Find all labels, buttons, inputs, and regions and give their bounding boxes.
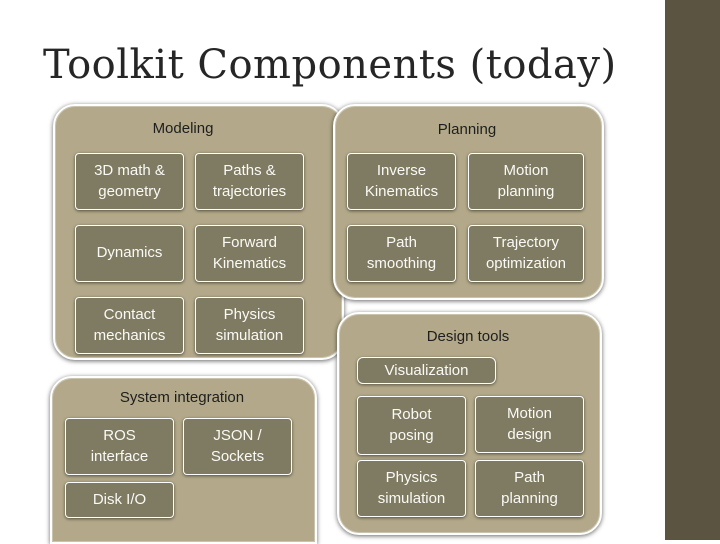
system-item-label: ROS interface	[90, 426, 149, 465]
design-item-label: Physics simulation	[377, 468, 446, 507]
planning-item-label: Motion planning	[497, 161, 555, 200]
planning-item-motion-planning[interactable]: Motion planning	[468, 153, 584, 210]
visualization-tab-label: Visualization	[384, 362, 469, 379]
modeling-item-label: Physics simulation	[215, 305, 284, 344]
sidebar-highlight-block	[665, 0, 720, 540]
system-item-json-sockets[interactable]: JSON / Sockets	[183, 418, 292, 475]
design-item-label: Path planning	[501, 468, 558, 507]
modeling-item-label: Contact mechanics	[93, 305, 166, 344]
modeling-item-contact-mechanics[interactable]: Contact mechanics	[75, 297, 184, 354]
modeling-item-physics-simulation[interactable]: Physics simulation	[195, 297, 304, 354]
modeling-item-dynamics[interactable]: Dynamics	[75, 225, 184, 282]
system-item-label: Disk I/O	[92, 490, 147, 508]
visualization-tab[interactable]: Visualization	[357, 357, 496, 384]
modeling-item-forward-kinematics[interactable]: Forward Kinematics	[195, 225, 304, 282]
planning-item-label: Inverse Kinematics	[364, 161, 439, 200]
design-tools-group-label: Design tools	[426, 328, 510, 345]
design-item-path-planning[interactable]: Path planning	[475, 460, 584, 517]
planning-item-path-smoothing[interactable]: Path smoothing	[347, 225, 456, 282]
modeling-item-label: Dynamics	[96, 244, 163, 262]
modeling-item-label: Forward Kinematics	[212, 233, 287, 272]
system-item-ros-interface[interactable]: ROS interface	[65, 418, 174, 475]
slide-title: Toolkit Components (today)	[43, 42, 617, 88]
modeling-item-paths-trajectories[interactable]: Paths & trajectories	[195, 153, 304, 210]
system-integration-group-label: System integration	[119, 389, 245, 406]
modeling-item-label: 3D math & geometry	[94, 161, 165, 200]
system-item-disk-io[interactable]: Disk I/O	[65, 482, 174, 518]
planning-item-trajectory-optimization[interactable]: Trajectory optimization	[468, 225, 584, 282]
design-item-physics-simulation[interactable]: Physics simulation	[357, 460, 466, 517]
design-item-label: Motion design	[506, 404, 553, 443]
design-item-label: Robot posing	[389, 405, 434, 444]
modeling-group-label: Modeling	[152, 120, 214, 137]
planning-group-label: Planning	[437, 121, 497, 138]
planning-item-inverse-kinematics[interactable]: Inverse Kinematics	[347, 153, 456, 210]
modeling-item-label: Paths & trajectories	[212, 161, 287, 200]
design-item-motion-design[interactable]: Motion design	[475, 396, 584, 453]
design-item-robot-posing[interactable]: Robot posing	[357, 396, 466, 455]
planning-item-label: Path smoothing	[366, 233, 437, 272]
system-item-label: JSON / Sockets	[210, 426, 265, 465]
planning-item-label: Trajectory optimization	[485, 233, 567, 272]
modeling-item-3d-math[interactable]: 3D math & geometry	[75, 153, 184, 210]
